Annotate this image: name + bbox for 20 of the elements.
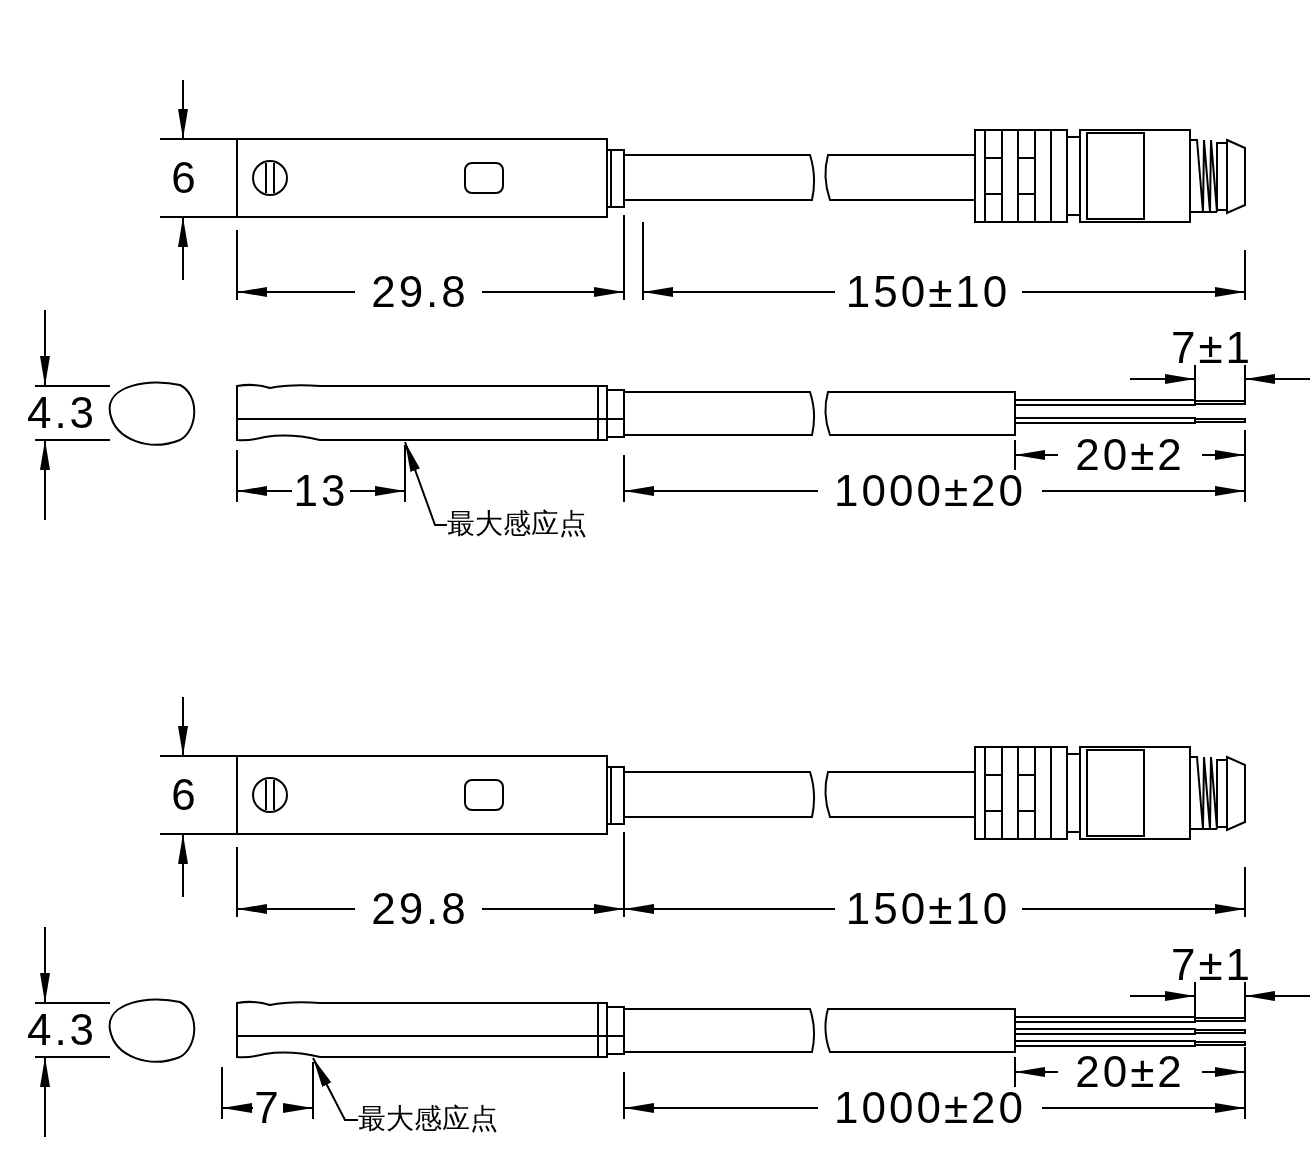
dimension-value: 150±10 <box>845 887 1011 931</box>
leader-line <box>312 1057 359 1121</box>
callout-text: 最大感应点 <box>358 1105 498 1133</box>
callout-text: 最大感应点 <box>447 510 587 538</box>
dimension-value: 7±1 <box>1170 943 1254 987</box>
dimension-value: 13 <box>293 469 349 513</box>
dimension-value: 7 <box>254 1086 282 1130</box>
dimension-value: 4.3 <box>26 1008 98 1052</box>
dimension-value: 1000±20 <box>834 1086 1026 1130</box>
dimension-value: 1000±20 <box>834 469 1026 513</box>
dimension-value: 29.8 <box>371 270 469 314</box>
dimension-value: 20±2 <box>1075 433 1185 477</box>
dimension-value: 20±2 <box>1075 1050 1185 1094</box>
dimension-value: 150±10 <box>845 270 1011 314</box>
leader-line <box>404 441 448 526</box>
dimension-value: 6 <box>171 156 199 200</box>
dimension-value: 6 <box>171 773 199 817</box>
dimension-value: 29.8 <box>371 887 469 931</box>
dimension-value: 4.3 <box>26 391 98 435</box>
dimension-value: 7±1 <box>1170 326 1254 370</box>
